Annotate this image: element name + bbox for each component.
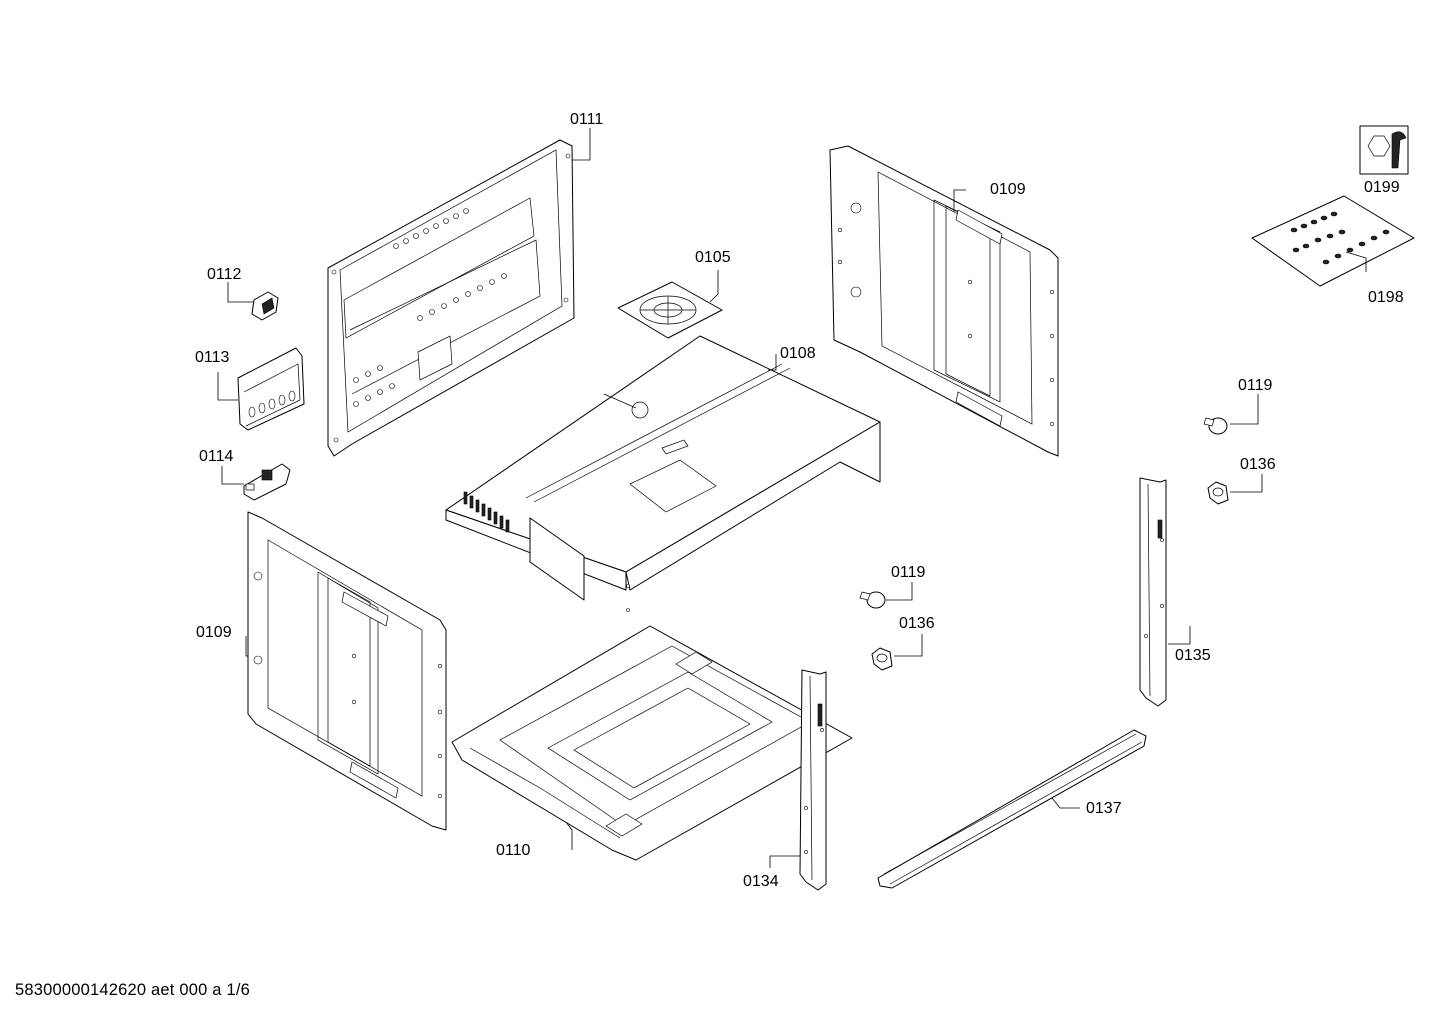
callout-0111: 0111 bbox=[570, 111, 603, 128]
part-0109-side-panel-right bbox=[829, 145, 1059, 457]
part-0119-knob-a bbox=[1203, 417, 1228, 435]
callout-0136-upper: 0136 bbox=[1240, 456, 1276, 473]
callout-0134: 0134 bbox=[743, 873, 779, 890]
part-0137-front-rail bbox=[877, 729, 1147, 889]
callout-0108: 0108 bbox=[780, 345, 816, 362]
callout-0105: 0105 bbox=[695, 249, 731, 266]
part-0134-rail-left bbox=[799, 669, 827, 891]
callout-0198: 0198 bbox=[1368, 289, 1404, 306]
callout-0119-center: 0119 bbox=[891, 564, 926, 581]
leader-lines bbox=[217, 128, 1367, 868]
part-0136-nut-b bbox=[871, 647, 893, 671]
callout-0109-right: 0109 bbox=[990, 181, 1026, 198]
part-0110-bottom-tray bbox=[451, 625, 853, 861]
part-0109-side-panel-left bbox=[247, 511, 447, 831]
part-0199-tool-icon bbox=[1359, 125, 1409, 175]
part-0111-back-panel bbox=[327, 139, 575, 457]
callout-0137: 0137 bbox=[1086, 800, 1122, 817]
part-0119-knob-b bbox=[859, 591, 886, 609]
callout-labels: 0111 0109 0199 0198 0112 0105 0108 0113 … bbox=[195, 111, 1404, 890]
part-0114-latch bbox=[243, 463, 291, 501]
part-0135-rail-right bbox=[1139, 477, 1167, 707]
callout-0109-left: 0109 bbox=[196, 624, 232, 641]
part-0113-bracket bbox=[237, 347, 305, 431]
callout-0113: 0113 bbox=[195, 349, 230, 366]
part-0105-top-plate bbox=[617, 281, 723, 339]
callout-0136-center: 0136 bbox=[899, 615, 935, 632]
callout-0114: 0114 bbox=[199, 448, 234, 465]
callout-0119-upper: 0119 bbox=[1238, 377, 1273, 394]
callout-0199: 0199 bbox=[1364, 179, 1400, 196]
part-0198-screw-bag bbox=[1251, 195, 1415, 287]
callout-0110: 0110 bbox=[496, 842, 531, 859]
callout-0112: 0112 bbox=[207, 266, 242, 283]
part-0136-nut-a bbox=[1207, 481, 1229, 505]
part-0112-clip bbox=[251, 291, 279, 321]
part-0108-top-housing bbox=[445, 335, 881, 612]
document-id-footer: 58300000142620 aet 000 a 1/6 bbox=[15, 981, 250, 999]
callout-0135: 0135 bbox=[1175, 647, 1211, 664]
